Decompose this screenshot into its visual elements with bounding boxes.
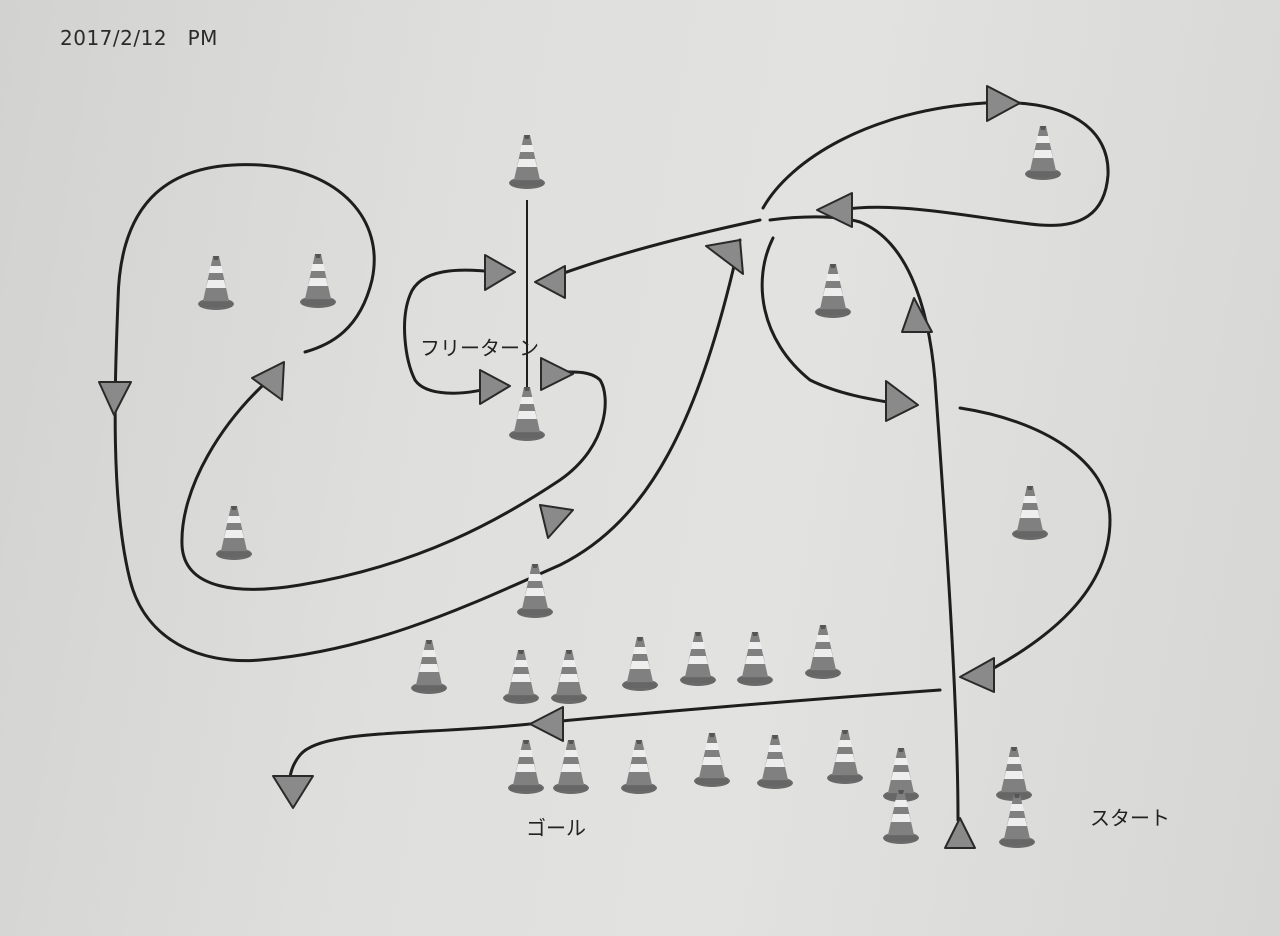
arrow-up-right-side (901, 297, 933, 333)
path-inner-curve (760, 236, 907, 407)
arrow-right-free-top (484, 254, 516, 291)
arrow-up-diagonal (705, 239, 744, 275)
cone (300, 254, 336, 308)
arrow-left-bottom (529, 706, 564, 742)
arrow-down-goal (272, 775, 314, 809)
path-free-turn-loop (403, 268, 502, 395)
cone (805, 625, 841, 679)
cone (509, 135, 545, 189)
arrow-right-free-bottom (479, 369, 511, 405)
cone (216, 506, 252, 560)
goal-label: ゴール (526, 816, 586, 840)
arrow-right-mid (539, 504, 574, 539)
cone (996, 747, 1032, 801)
path-to-goal (288, 688, 942, 802)
cone (757, 735, 793, 789)
arrow-left-to-pole (534, 265, 566, 299)
direction-arrows (98, 85, 1021, 849)
cone (815, 264, 851, 318)
arrow-left-top (816, 192, 853, 228)
cone (503, 650, 539, 704)
arrow-down-left-loop (98, 381, 132, 416)
cone (694, 733, 730, 787)
start-label: スタート (1090, 806, 1170, 830)
arrow-start-up (944, 817, 976, 849)
cone (680, 632, 716, 686)
cone (1012, 486, 1048, 540)
cone (551, 650, 587, 704)
path-right-loop (958, 406, 1112, 680)
cone (827, 730, 863, 784)
path-to-free-turn (543, 218, 762, 282)
path-start-up (768, 215, 960, 822)
arrow-left-lower-right (959, 657, 995, 693)
arrow-right-inner (885, 380, 919, 422)
path-left-inner-loop (180, 368, 607, 591)
cone (198, 256, 234, 310)
arrow-top-right (986, 85, 1021, 122)
cone (737, 632, 773, 686)
cone (622, 637, 658, 691)
arrow-right-free-side (540, 357, 574, 391)
path-top-right-loop (761, 100, 1110, 227)
cone (509, 387, 545, 441)
course-path (113, 100, 1112, 822)
arrow-up-left-inner (251, 361, 285, 401)
cone (411, 640, 447, 694)
cone (999, 794, 1035, 848)
cone (553, 740, 589, 794)
cone (1025, 126, 1061, 180)
cone (621, 740, 657, 794)
free-turn-label: フリーターン (420, 336, 539, 360)
date-stamp: 2017/2/12 PM (60, 26, 218, 50)
path-left-big-loop (113, 163, 742, 663)
cone (508, 740, 544, 794)
